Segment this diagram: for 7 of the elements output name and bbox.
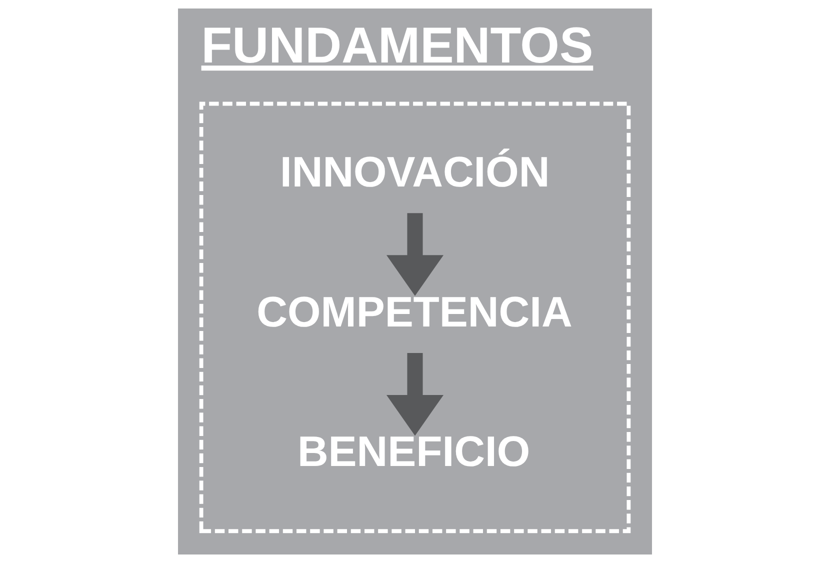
cluster (199, 102, 631, 534)
node-text: BENEFICIO (297, 428, 530, 476)
node-text: COMPETENCIA (256, 288, 572, 336)
arrow (386, 213, 444, 296)
arrow (386, 353, 444, 436)
diagram-title: FUNDAMENTOS (201, 16, 594, 74)
node-text: INNOVACIÓN (280, 148, 550, 197)
